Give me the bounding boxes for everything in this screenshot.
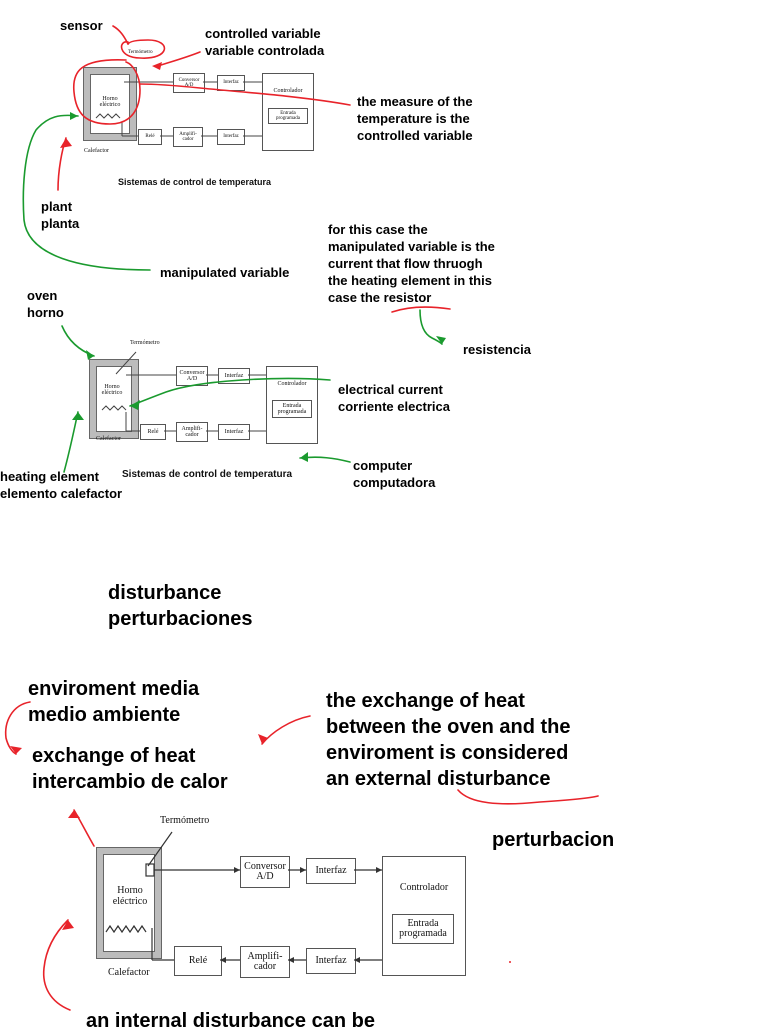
plant-note: plant planta [41,199,80,231]
interface-block-bottom: Interfaz [306,948,356,974]
oven-block [97,848,161,958]
oven-label: Horno eléctrico [101,384,123,397]
diagram-1: Termómetro Horno eléctrico Conversor A/D… [62,50,324,190]
interface-block-top: Interfaz [306,858,356,884]
disturbance-heading: disturbance perturbaciones [108,582,253,630]
converter-block: Conversor A/D [240,856,290,888]
red-arrowhead-4 [258,734,268,744]
red-disturbance-underline [457,789,599,805]
thermometer-label: Termómetro [130,340,160,346]
exchange-explanation-note: the exchange of heat between the oven an… [326,690,571,790]
green-heating-arrow [63,411,79,473]
electrical-current-note: electrical current corriente electrica [338,382,451,414]
diagram-2-caption: Sistemas de control de temperatura [122,469,293,480]
controlled-variable-note: controlled variable variable controlada [205,26,325,58]
relay-block: Relé [140,424,166,440]
oven-label: Horno eléctrico [112,885,148,907]
oven-note: oven horno [27,288,64,320]
red-external-arrow [261,715,311,745]
heater-label: Calefactor [96,436,121,442]
red-oven-arrow [73,809,95,847]
controller-label: Controlador [399,882,449,893]
for-this-case-note: for this case the manipulated variable i… [328,222,495,305]
interface-block-bottom: Interfaz [218,424,250,440]
red-internal-arrow [42,919,71,1011]
heating-element-note: heating element elemento calefactor [0,469,123,501]
green-resistor-curve [419,309,443,345]
diagram-2-lines [101,351,266,432]
exchange-heat-note: exchange of heat intercambio de calor [32,745,228,793]
perturbacion-note: perturbacion [492,829,615,851]
resistencia-note: resistencia [463,342,531,357]
red-exchange-arrow [4,701,31,755]
sensor-note: sensor [60,18,103,33]
red-arrowhead-3 [10,746,22,754]
interface-block-bottom: Interfaz [217,129,245,145]
amplifier-block: Amplifi- cador [173,127,203,147]
red-resistor-underline [391,306,451,313]
red-sensor-arrow [112,25,129,45]
environment-media-note: enviroment media medio ambiente [28,678,200,726]
diagram-3-lines [105,831,382,963]
red-arrowhead-5 [68,810,80,818]
measure-note: the measure of the temperature is the co… [357,94,473,143]
thermometer-label: Termómetro [128,50,153,55]
relay-block: Relé [174,946,222,976]
diagram-caption: Sistemas de control de temperatura [118,177,272,187]
program-input-block: Entrada programada [268,108,308,124]
green-arrowhead-5 [72,412,84,420]
thermometer-label: Termómetro [160,815,210,826]
diagram-1-lines [95,81,262,137]
manipulated-variable-note: manipulated variable [160,265,290,280]
computer-note: computer computadora [353,458,436,490]
amplifier-block: Amplifi- cador [176,422,208,442]
amplifier-block: Amplifi- cador [240,946,290,978]
diagram-2: Termómetro Horno eléctrico Conversor A/D… [86,336,326,486]
green-arrowhead-2 [436,336,446,344]
red-dot [509,961,511,963]
heater-label: Calefactor [108,967,150,978]
internal-disturbance-note: an internal disturbance can be [86,1010,375,1032]
red-arrowhead-6 [62,920,74,930]
diagram-3: Termómetro Horno eléctrico Conversor A/D… [92,812,472,984]
program-input-block: Entrada programada [392,914,454,944]
